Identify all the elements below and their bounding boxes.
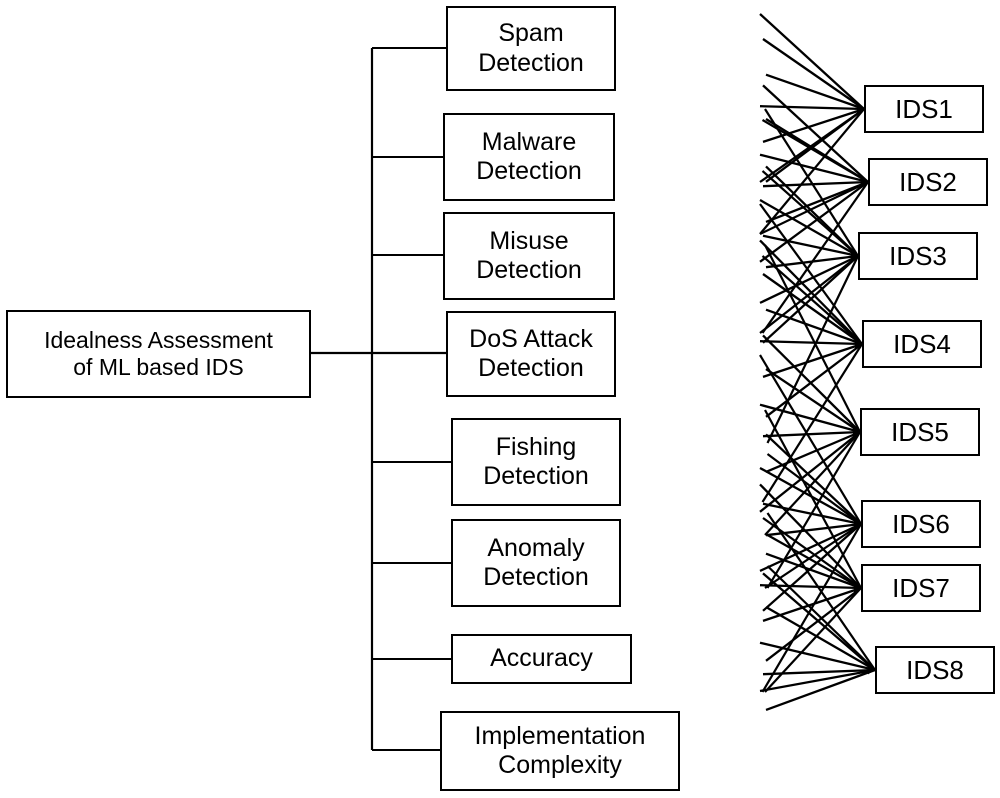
edge-fan-cross-13: [759, 108, 865, 183]
edge-fan-ids6-4: [765, 522, 862, 537]
edge-fan-cross-15: [764, 587, 862, 693]
edge-fan-ids3-2: [759, 199, 859, 257]
edge-fan-cross-22: [761, 170, 859, 257]
edge-fan-ids6-5: [759, 522, 862, 572]
edge-fan-ids5-5: [765, 430, 861, 473]
edge-fan-ids2-4: [762, 180, 869, 188]
edge-fan-ids6-6: [762, 523, 862, 612]
edge-fan-ids3-4: [765, 254, 859, 269]
edge-fan-ids1-5: [762, 107, 865, 143]
ids-node-6[interactable]: IDS6: [861, 500, 981, 548]
edge-fan-ids1-6: [765, 108, 865, 183]
criterion-node-3[interactable]: Misuse Detection: [443, 212, 615, 300]
edge-fan-cross-11: [764, 409, 862, 589]
arrowhead-ids7: [854, 583, 861, 593]
edge-fan-ids6-2: [759, 466, 862, 526]
ids-node-5[interactable]: IDS5: [860, 408, 980, 456]
edge-fan-ids3-1: [765, 165, 859, 257]
edge-fan-ids2-3: [759, 153, 869, 184]
edge-fan-ids8-1: [762, 572, 876, 671]
edge-fan-ids1-2: [762, 38, 865, 110]
edge-fan-cross-6: [761, 343, 863, 503]
edge-fan-cross-12: [766, 512, 876, 671]
edge-fan-ids4-3: [765, 308, 863, 346]
edge-fan-ids2-5: [765, 180, 869, 223]
edge-fan-cross-23: [764, 523, 862, 589]
edge-fan-ids1-1: [759, 13, 865, 110]
criterion-node-1[interactable]: Spam Detection: [446, 6, 616, 91]
criterion-node-8[interactable]: Implementation Complexity: [440, 711, 680, 791]
edge-fan-cross-10: [761, 523, 862, 693]
edge-fan-cross-17: [759, 255, 859, 334]
edge-fan-cross-3: [764, 108, 859, 257]
edge-fan-cross-1: [759, 108, 865, 235]
edge-fan-ids5-3: [759, 403, 861, 434]
edge-fan-ids3-5: [759, 254, 859, 304]
ids-node-7[interactable]: IDS7: [861, 564, 981, 612]
edge-fan-cross-24: [766, 534, 862, 589]
edge-fan-ids4-5: [762, 342, 863, 378]
edge-fan-ids5-1: [762, 334, 861, 433]
edge-fan-cross-9: [759, 354, 862, 525]
ids-node-8[interactable]: IDS8: [875, 646, 995, 694]
edge-fan-ids7-2: [762, 517, 862, 589]
edge-fan-cross-19: [764, 431, 861, 536]
edge-fan-cross-21: [759, 181, 869, 235]
edge-fan-ids7-4: [759, 584, 862, 590]
edge-fan-ids5-6: [759, 431, 861, 513]
edge-fan-cross-2: [761, 181, 869, 334]
arrowhead-ids3: [851, 251, 858, 261]
arrowhead-ids6: [854, 519, 861, 529]
edge-fan-cross-8: [766, 431, 861, 589]
edge-fan-ids7-1: [759, 483, 862, 589]
edge-fan-cross-16: [766, 565, 876, 671]
edge-fan-cross-5: [759, 203, 863, 345]
edge-fan-cross-7: [764, 244, 861, 433]
edge-fan-ids8-3: [759, 641, 876, 672]
ids-node-1[interactable]: IDS1: [864, 85, 984, 133]
edge-fan-ids8-6: [759, 668, 876, 693]
arrowhead-ids1: [857, 104, 864, 114]
criterion-node-5[interactable]: Fishing Detection: [451, 418, 621, 506]
ids-node-2[interactable]: IDS2: [868, 158, 988, 206]
arrowhead-ids5: [853, 427, 860, 437]
criterion-node-2[interactable]: Malware Detection: [443, 113, 615, 201]
arrowhead-ids4: [855, 339, 862, 349]
arrowhead-ids2: [861, 177, 868, 187]
edge-fan-ids7-6: [765, 587, 862, 662]
edge-fan-ids2-6: [759, 181, 869, 263]
edge-fan-ids7-3: [765, 552, 862, 590]
edge-fan-ids8-5: [765, 668, 876, 711]
criterion-node-7[interactable]: Accuracy: [451, 634, 632, 684]
ids-node-3[interactable]: IDS3: [858, 232, 978, 280]
edge-fan-cross-4: [766, 255, 859, 444]
criterion-node-6[interactable]: Anomaly Detection: [451, 519, 621, 607]
edge-fan-ids7-5: [762, 586, 862, 622]
edge-fan-ids3-6: [762, 255, 859, 344]
edge-fan-cross-14: [761, 119, 869, 183]
edge-fan-ids6-1: [765, 433, 862, 525]
edge-fan-ids1-3: [765, 73, 865, 111]
edge-fan-ids3-3: [762, 234, 859, 258]
edge-fan-ids8-4: [762, 668, 876, 676]
root-node-idealness-assessment[interactable]: Idealness Assessment of ML based IDS: [6, 310, 311, 398]
criterion-node-4[interactable]: DoS Attack Detection: [446, 311, 616, 397]
arrowhead-ids8: [868, 665, 875, 675]
edge-fan-cross-18: [761, 255, 863, 345]
edge-fan-ids5-4: [762, 430, 861, 438]
edge-fan-ids2-2: [765, 118, 869, 183]
edge-fan-ids2-1: [762, 84, 869, 183]
ids-node-4[interactable]: IDS4: [862, 320, 982, 368]
edge-fan-ids4-1: [759, 239, 863, 345]
edge-fan-ids4-6: [765, 343, 863, 418]
edge-fan-ids1-4: [759, 105, 865, 111]
edge-fan-ids5-2: [765, 368, 861, 433]
edge-fan-cross-20: [766, 453, 862, 525]
edge-fan-ids4-4: [759, 340, 863, 346]
edge-fan-ids6-3: [762, 502, 862, 526]
edge-fan-ids4-2: [762, 273, 863, 345]
edge-fan-ids8-2: [765, 606, 876, 671]
